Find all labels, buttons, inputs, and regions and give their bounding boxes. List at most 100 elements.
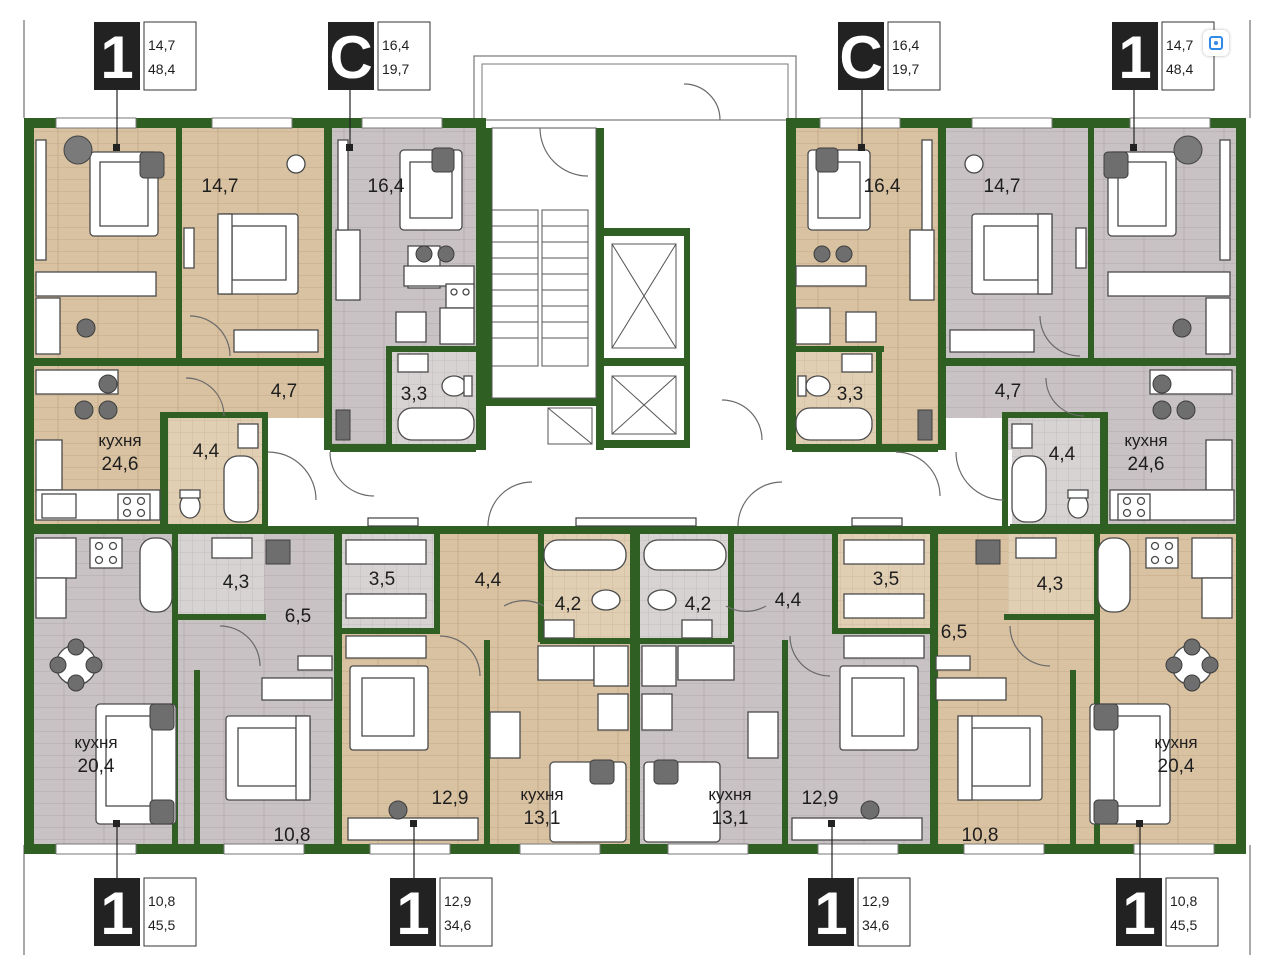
sofa-icon [89, 151, 165, 237]
sink-icon [1011, 423, 1033, 449]
sink-icon [237, 423, 259, 449]
badge-box [808, 878, 854, 946]
bathtub-icon [223, 455, 259, 523]
stove-icon [89, 537, 123, 569]
badge-box [94, 22, 140, 90]
room-label: 13,1 [712, 808, 749, 829]
badge-type: 1 [1118, 24, 1151, 91]
room-label: 14,7 [984, 176, 1021, 197]
badge-box [94, 878, 140, 946]
room-label: 20,4 [1158, 756, 1195, 777]
badge-type: 1 [100, 24, 133, 91]
badge-area-living: 12,9 [444, 893, 471, 909]
sink-icon [543, 619, 575, 639]
armchair-icon [1152, 374, 1196, 420]
room-label: 4,2 [555, 594, 581, 615]
sofa-icon [95, 703, 177, 825]
room-label: 4,7 [271, 381, 297, 402]
plant-icon [1173, 135, 1203, 165]
room-label: 4,4 [1049, 444, 1076, 465]
room-label: 4,4 [475, 570, 502, 591]
room-label: 16,4 [368, 176, 405, 197]
room-label: 24,6 [1128, 454, 1165, 475]
bathtub-icon [139, 537, 173, 613]
badge-area-total: 19,7 [892, 61, 919, 77]
room-label: 6,5 [285, 606, 311, 627]
room-label: 12,9 [432, 788, 469, 809]
sink-icon [211, 537, 253, 559]
badge-area-living: 10,8 [1170, 893, 1197, 909]
badge-box [1112, 22, 1158, 90]
sink-icon [397, 353, 429, 373]
badge-box [328, 22, 374, 90]
elevator-icon [611, 375, 677, 435]
armchair-icon [74, 374, 118, 420]
badge-area-living: 16,4 [892, 37, 919, 53]
badge-type: 1 [814, 880, 847, 947]
badge-box [390, 878, 436, 946]
sofa-icon [1089, 703, 1171, 825]
apartment-badge: С 16,4 19,7 [838, 21, 941, 91]
room-label: 4,3 [1037, 574, 1063, 595]
badge-info-box [439, 877, 493, 947]
toilet-icon [591, 589, 621, 611]
room-label: 16,4 [864, 176, 901, 197]
toilet-icon [797, 375, 831, 397]
apartment-badge: 1 12,9 34,6 [390, 877, 493, 947]
badge-type: С [839, 24, 882, 91]
room-sub: кухня [1154, 733, 1197, 752]
badge-area-total: 34,6 [444, 917, 471, 933]
room-sub: кухня [520, 785, 563, 804]
badge-info-box [143, 877, 197, 947]
room-label: 4,7 [995, 381, 1021, 402]
sofa-icon [1103, 151, 1177, 237]
bed-icon [971, 213, 1053, 295]
sink-icon [1015, 537, 1057, 559]
toilet-icon [179, 489, 201, 519]
bed-icon [217, 213, 299, 295]
sink-icon [681, 619, 713, 639]
armchair-icon [76, 318, 96, 338]
room-label: 4,2 [685, 594, 711, 615]
sofa-icon [643, 759, 721, 843]
badge-area-living: 14,7 [148, 37, 175, 53]
badge-info-box [887, 21, 941, 91]
armchair-icon [1165, 638, 1219, 692]
room-label: 3,3 [837, 384, 863, 405]
room-label: 4,3 [223, 572, 249, 593]
bathtub-icon [1097, 537, 1131, 613]
toilet-icon [1067, 489, 1089, 519]
windows-top [55, 117, 1215, 855]
room-label: 3,5 [369, 569, 395, 590]
badge-area-living: 16,4 [382, 37, 409, 53]
armchair-icon [813, 245, 853, 263]
scan-icon[interactable] [1203, 30, 1229, 56]
room-label: 12,9 [802, 788, 839, 809]
badge-type: С [329, 24, 372, 91]
room-label: 14,7 [202, 176, 239, 197]
room-label: 10,8 [962, 825, 999, 846]
staircase-icon [491, 127, 597, 399]
badge-area-total: 45,5 [148, 917, 175, 933]
badge-box [838, 22, 884, 90]
sink-icon [841, 353, 873, 373]
room-label: 3,5 [873, 569, 899, 590]
room-label: 4,4 [193, 441, 220, 462]
elevator-icon [611, 243, 677, 349]
badge-type: 1 [396, 880, 429, 947]
plant-icon [63, 135, 93, 165]
armchair-icon [49, 638, 103, 692]
room-label: 10,8 [274, 825, 311, 846]
room-label: 3,3 [401, 384, 427, 405]
badge-type: 1 [100, 880, 133, 947]
badge-area-living: 14,7 [1166, 37, 1193, 53]
bathtub-icon [795, 407, 873, 441]
bathtub-icon [397, 407, 475, 441]
stove-icon [445, 283, 475, 309]
